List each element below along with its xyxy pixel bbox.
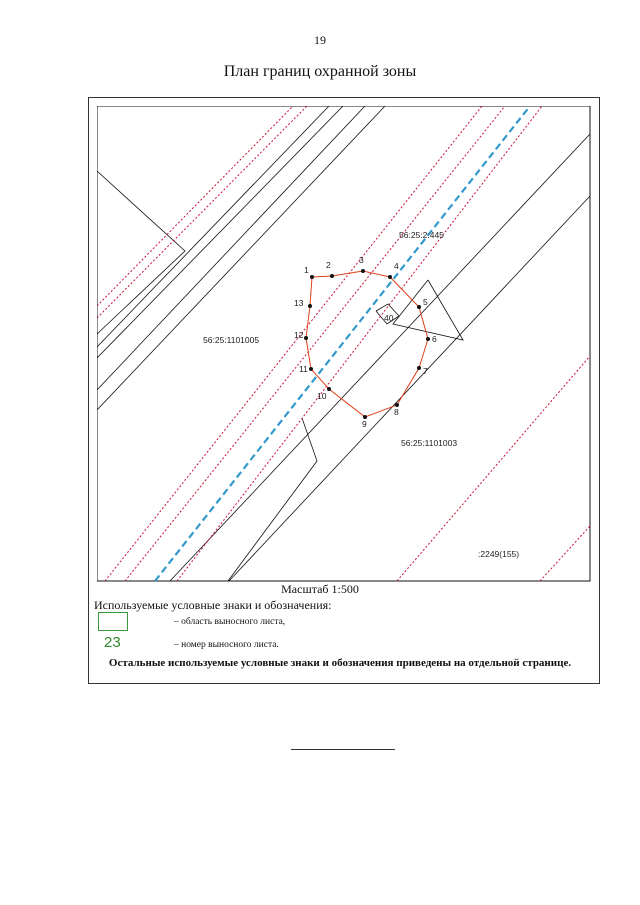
legend-sheet-area-text: – область выносного листа,	[174, 617, 286, 627]
boundary-point-label: 8	[394, 407, 399, 417]
object-marker	[375, 303, 400, 325]
boundary-point	[417, 366, 421, 370]
parcel-label-1: 56:25:2:445	[399, 230, 444, 240]
legend-note: Остальные используемые условные знаки и …	[108, 657, 572, 669]
road-line	[104, 106, 483, 582]
road-line	[124, 106, 506, 582]
boundary-point-label: 11	[299, 364, 308, 374]
axis-line	[154, 106, 531, 582]
parcel-label-3: 56:25:1101003	[401, 438, 457, 448]
boundary-point-label: 1	[304, 265, 309, 275]
map-border	[97, 106, 591, 582]
boundary-point-label: 9	[362, 419, 367, 429]
map-linework	[97, 106, 591, 582]
protection-zone-boundary	[305, 270, 429, 418]
parcel-line	[392, 279, 464, 341]
parcel-line	[97, 106, 330, 348]
boundary-point	[310, 275, 314, 279]
boundary-point	[330, 274, 334, 278]
boundary-point	[309, 367, 313, 371]
boundary-point-label: 6	[432, 334, 437, 344]
parcel-label-2: 56:25:1101005	[203, 335, 259, 345]
boundary-point	[388, 275, 392, 279]
parcel-line	[97, 170, 186, 335]
road-line	[396, 355, 591, 582]
boundary-point-label: 12	[294, 330, 304, 340]
boundary-point-label: 3	[359, 255, 364, 265]
parcel-line	[169, 133, 591, 582]
boundary-point	[304, 336, 308, 340]
parcel-label-4: :2249(155)	[478, 549, 519, 559]
legend-sheet-number-symbol: 23	[104, 634, 121, 651]
boundary-point	[395, 403, 399, 407]
parcel-line	[227, 417, 318, 582]
boundary-point	[361, 269, 365, 273]
road-line	[539, 525, 591, 582]
boundary-point-label: 2	[326, 260, 331, 270]
boundary-point-label: 4	[394, 261, 399, 271]
boundary-point	[327, 387, 331, 391]
scale-label: Масштаб 1:500	[281, 582, 359, 596]
page-number: 19	[314, 33, 326, 47]
boundary-point-label: 7	[423, 366, 428, 376]
road-line	[97, 106, 308, 319]
parcel-line	[97, 106, 344, 359]
boundary-point	[308, 304, 312, 308]
boundary-point	[417, 305, 421, 309]
legend-sheet-area-swatch	[98, 612, 128, 631]
boundary-point-label: 10	[317, 391, 327, 401]
legend-sheet-number-text: – номер выносного листа.	[174, 640, 279, 650]
boundary-point-label: 5	[423, 297, 428, 307]
map-frame	[88, 97, 600, 684]
boundary-point	[426, 337, 430, 341]
road-line	[97, 106, 294, 307]
parcel-line	[97, 106, 366, 391]
boundary-point	[363, 415, 367, 419]
object-label: 40	[384, 313, 394, 323]
parcel-line	[228, 195, 591, 582]
legend-title: Используемые условные знаки и обозначени…	[94, 598, 332, 612]
page-title: План границ охранной зоны	[223, 63, 417, 80]
boundary-point-label: 13	[294, 298, 304, 308]
signature-line	[291, 749, 395, 750]
parcel-line	[97, 106, 386, 411]
